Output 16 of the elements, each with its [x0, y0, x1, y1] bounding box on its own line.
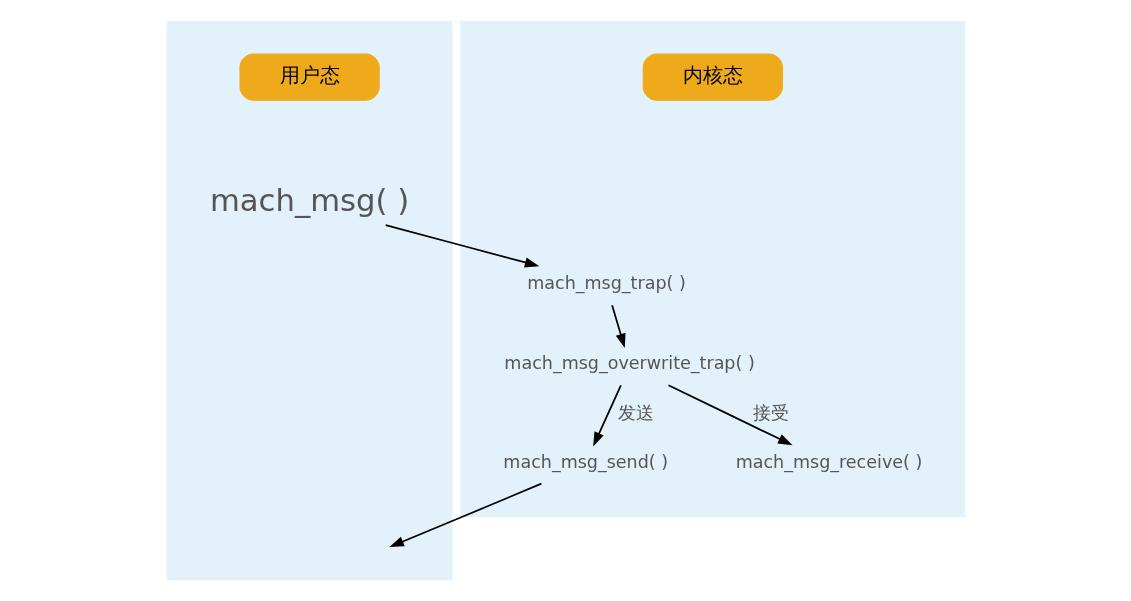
node-text: mach_msg_overwrite_trap( ) [503, 353, 755, 374]
arrow [592, 384, 622, 447]
arrow [384, 224, 539, 268]
node-text: mach_msg_receive( ) [735, 452, 922, 473]
cluster [166, 20, 453, 581]
arrow [388, 482, 542, 548]
node-box: 内核态 [642, 53, 783, 101]
node-text: mach_msg( ) [209, 183, 409, 219]
node-text: mach_msg_send( ) [502, 452, 668, 473]
arrow [610, 304, 626, 349]
edge-label: 发送 [617, 402, 654, 423]
arrow [667, 384, 793, 446]
node-text: mach_msg_trap( ) [526, 273, 686, 294]
cluster [459, 20, 965, 518]
edge-label: 接受 [752, 402, 789, 423]
node-box: 用户态 [238, 53, 380, 101]
